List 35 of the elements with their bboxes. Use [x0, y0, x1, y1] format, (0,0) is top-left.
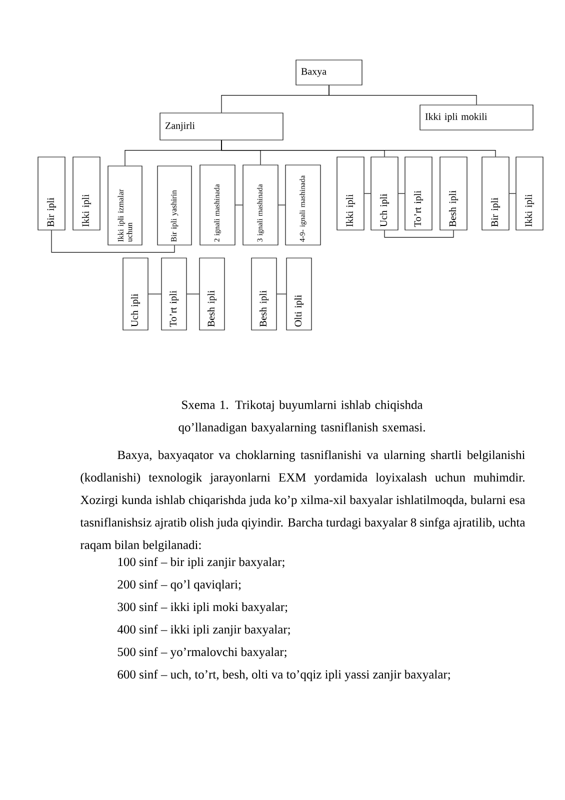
- category-box: Baxya: [296, 60, 362, 86]
- paragraph: Baxya, baxyaqator va choklarning tasniflanishi va ularning shartli belgilanishi (kodlanishi) texnologik jarayonlarni EXM yordamida loyixalash uchun muhimdir. Xozirgi kunda ishlab chiqarishda juda ko’p xilma-xil baxyalar ishlatilmoqda, bularni esa tasniflanishsiz ajratib olish juda qiyindir. Barcha turdagi baxyalar 8 sinfga ajratilib, uchta raqam bilan belgilanadi:: [80, 450, 526, 552]
- category-box: Besh ipli: [440, 156, 468, 230]
- connector-line: [509, 193, 516, 194]
- category-box: Besh ipli: [199, 258, 225, 330]
- connector-line: [364, 193, 371, 194]
- list-item: 100 sinf – bir ipli zanjir baxyalar;: [118, 557, 284, 569]
- category-box: Uch ipli: [370, 156, 398, 230]
- connector-line: [384, 230, 454, 238]
- category-box: Olti ipli: [286, 258, 312, 330]
- category-box: To’rt ipli: [404, 156, 432, 230]
- connector-line: [278, 204, 286, 206]
- category-box: Bir ipli yashirin: [157, 166, 192, 246]
- category-box: Ikki ipli mokili: [420, 104, 534, 130]
- category-box: Ikki ipli: [72, 156, 100, 230]
- connector-line: [328, 85, 477, 105]
- list-item: 400 sinf – ikki ipli zanjir baxyalar;: [117, 624, 290, 636]
- connector-line: [51, 230, 175, 253]
- category-box: To’rt ipli: [161, 258, 187, 330]
- category-box: Zanjirli: [160, 112, 284, 140]
- category-box: Besh ipli: [251, 258, 277, 330]
- connector-line: [398, 193, 405, 194]
- category-box: Ikki ipli: [516, 156, 544, 230]
- connector-line: [235, 204, 243, 206]
- category-box: Bir ipli: [38, 156, 66, 230]
- list-item: 200 sinf – qo’l qaviqlari;: [118, 580, 241, 592]
- connector-line: [221, 140, 496, 157]
- caption: Sxema 1. Trikotaj buyumlarni ishlab chiqishda qo’llanadigan baxyalarning tasniflanish sxemasi.: [178, 400, 425, 434]
- category-box: Uch ipli: [122, 258, 148, 330]
- list-item: 300 sinf – ikki ipli moki baxyalar;: [118, 602, 288, 614]
- list-item: 600 sinf – uch, to’rt, besh, olti va to’qqiz ipli yassi zanjir baxyalar;: [118, 670, 450, 682]
- category-box: Ikki ipli: [336, 156, 364, 230]
- category-box: Ikki ipli izmalar uchun: [108, 166, 142, 246]
- list-item: 500 sinf – yo’rmalovchi baxyalar;: [118, 647, 286, 659]
- category-box: Bir ipli: [482, 156, 510, 230]
